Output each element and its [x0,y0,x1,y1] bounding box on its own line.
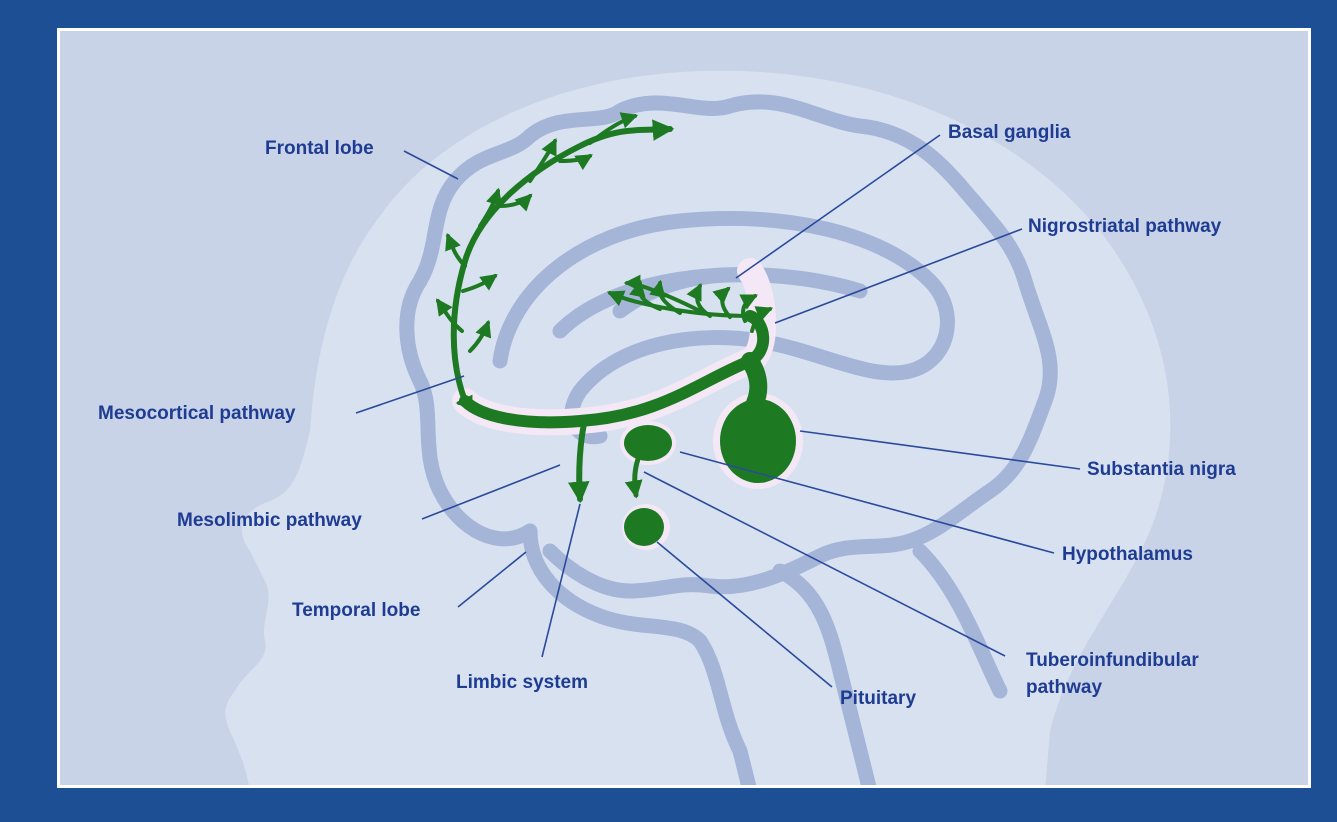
pituitary-shape [624,508,664,546]
label-basal-ganglia: Basal ganglia [948,121,1071,144]
label-temporal-lobe: Temporal lobe [292,599,420,622]
label-pituitary: Pituitary [840,687,916,710]
substantia-nigra-shape [720,399,796,483]
label-hypothalamus: Hypothalamus [1062,543,1193,566]
label-substantia-nigra: Substantia nigra [1087,458,1236,481]
diagram-panel: Frontal lobe Basal ganglia Nigrostriatal… [57,28,1311,788]
label-nigrostriatal-pathway: Nigrostriatal pathway [1028,215,1221,238]
label-limbic-system: Limbic system [456,671,588,694]
label-mesolimbic-pathway: Mesolimbic pathway [177,509,362,532]
label-mesocortical-pathway: Mesocortical pathway [98,402,295,425]
hypothalamus-shape [624,425,672,461]
label-tuberoinfundibular-pathway-line2: pathway [1026,676,1102,699]
label-tuberoinfundibular-pathway-line1: Tuberoinfundibular [1026,649,1199,672]
label-frontal-lobe: Frontal lobe [265,137,374,160]
